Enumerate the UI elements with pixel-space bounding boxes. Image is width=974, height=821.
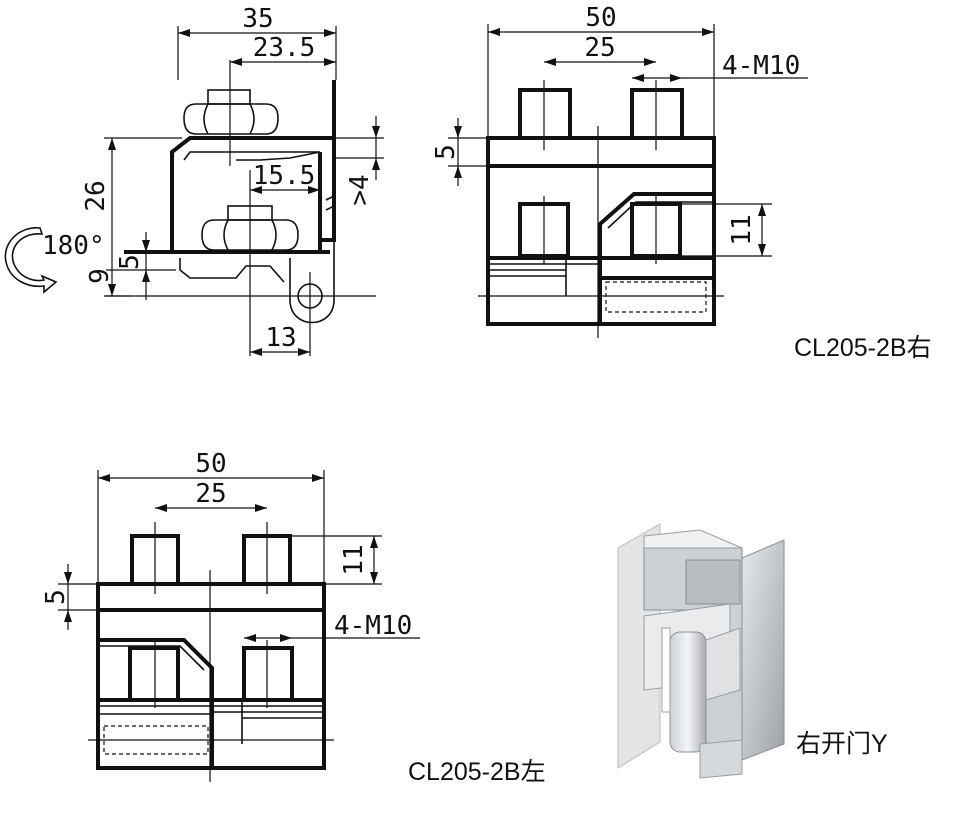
rotation-180: 180° (42, 231, 105, 261)
dim-25-left: 25 (195, 479, 226, 509)
dim-26: 26 (81, 180, 111, 211)
dim-11-left: 11 (339, 544, 369, 575)
side-view: 35 23.5 26 15.5 >4 9 5 13 180° (4, 4, 384, 356)
right-view: 50 25 4-M10 5 11 CL205-2B右 (431, 3, 932, 362)
dim-50-right: 50 (585, 3, 616, 33)
dim-4m10-left: 4-M10 (334, 611, 412, 641)
dim-5-side: 5 (115, 254, 145, 270)
dim-25-right: 25 (584, 33, 615, 63)
dim-gap: >4 (345, 174, 375, 205)
rotation-arrow-icon (4, 227, 58, 294)
dim-5-left: 5 (41, 589, 71, 605)
dim-23-5: 23.5 (253, 33, 316, 63)
label-right: CL205-2B右 (794, 334, 932, 362)
dim-35: 35 (242, 4, 273, 34)
dim-50-left: 50 (195, 449, 226, 479)
label-left: CL205-2B左 (408, 758, 546, 786)
iso-render: 右开门Y (617, 523, 888, 779)
dim-13: 13 (265, 323, 296, 353)
dim-11-right: 11 (727, 214, 757, 245)
label-iso: 右开门Y (796, 730, 888, 758)
dim-15-5: 15.5 (253, 161, 316, 191)
dim-4m10-right: 4-M10 (722, 51, 800, 81)
left-view: 50 25 11 5 4-M10 CL205-2B左 (41, 449, 546, 786)
dim-9: 9 (85, 268, 115, 284)
dim-5-right: 5 (431, 144, 461, 160)
